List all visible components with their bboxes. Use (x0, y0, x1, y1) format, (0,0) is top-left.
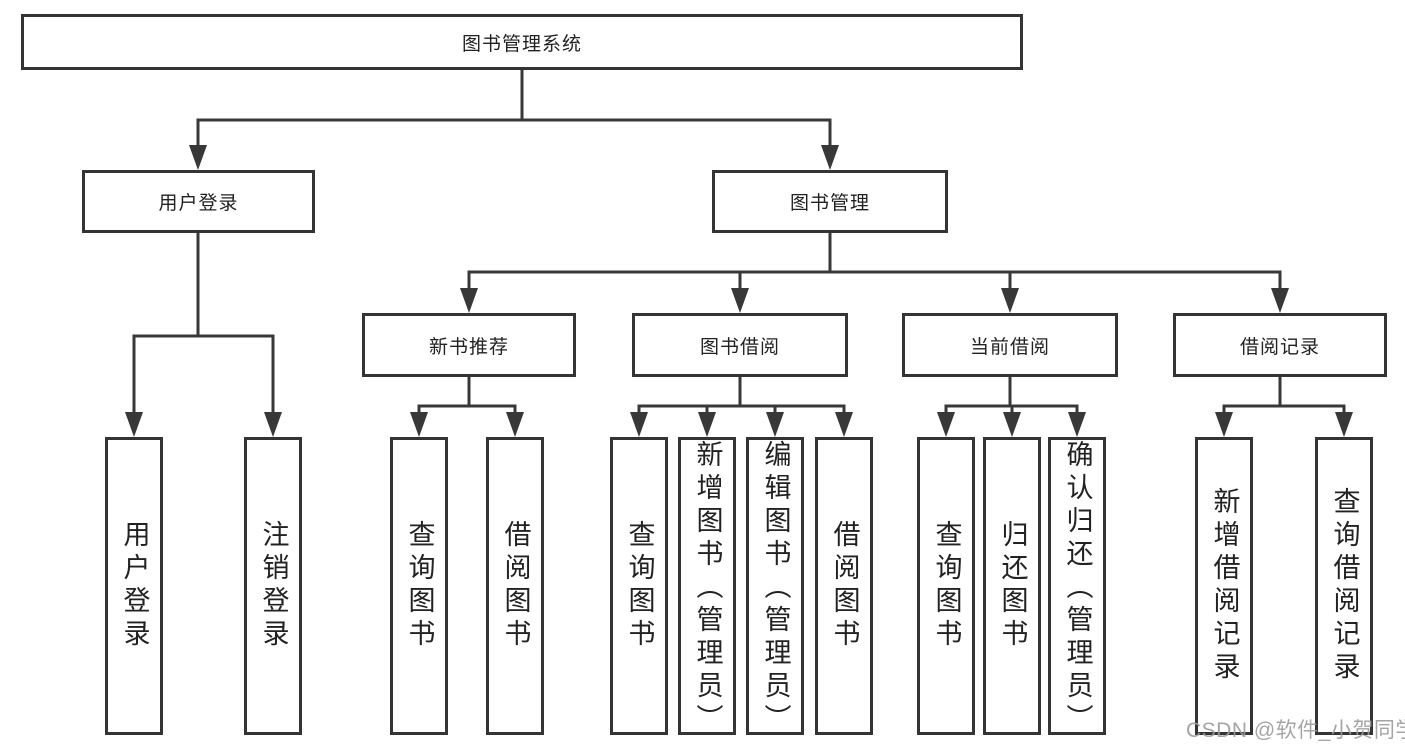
node-leaf-query-book: 查询图书 (610, 437, 668, 735)
node-leaf-confirm-return-admin: 确认归还（管理员） (1048, 437, 1106, 737)
arrow-down-icon (731, 288, 749, 313)
arrow-down-icon (937, 412, 955, 437)
node-leaf-borrow-book: 借阅图书 (815, 437, 873, 735)
node-label: 用户登录 (119, 520, 150, 652)
arrow-down-icon (460, 288, 478, 313)
node-leaf-borrow-book: 借阅图书 (486, 437, 544, 735)
connector-current-borrow (944, 377, 1079, 414)
node-label: 查询图书 (404, 520, 435, 652)
node-label: 查询图书 (624, 520, 655, 652)
node-label: 新增图书（管理员） (692, 440, 723, 737)
node-leaf-query-book: 查询图书 (917, 437, 975, 735)
node-borrow-record: 借阅记录 (1173, 313, 1387, 377)
node-leaf-user-login: 用户登录 (105, 437, 163, 735)
connector-new-book (417, 377, 517, 414)
node-book-management: 图书管理 (712, 170, 948, 233)
arrow-down-icon (506, 412, 524, 437)
node-leaf-query-book: 查询图书 (390, 437, 448, 735)
node-leaf-edit-book-admin: 编辑图书（管理员） (746, 437, 804, 737)
arrow-down-icon (1001, 288, 1019, 313)
node-library-management-system: 图书管理系统 (21, 14, 1023, 70)
node-label: 图书借阅 (699, 336, 780, 358)
arrow-down-icon (1003, 412, 1021, 437)
arrow-down-icon (766, 412, 784, 437)
arrow-down-icon (410, 412, 428, 437)
arrow-down-icon (1215, 412, 1233, 437)
arrow-down-icon (189, 145, 207, 170)
arrow-down-icon (1068, 412, 1086, 437)
node-label: 新增借阅记录 (1209, 487, 1240, 685)
node-label: 编辑图书（管理员） (760, 440, 791, 737)
arrow-down-icon (821, 145, 839, 170)
node-label: 借阅图书 (500, 520, 531, 652)
node-label: 确认归还（管理员） (1062, 440, 1093, 737)
node-leaf-query-borrow-record: 查询借阅记录 (1315, 437, 1373, 735)
arrow-down-icon (698, 412, 716, 437)
node-leaf-return-book: 归还图书 (983, 437, 1041, 735)
node-label: 当前借阅 (969, 336, 1050, 358)
node-label: 用户登录 (158, 193, 239, 214)
node-label: 借阅记录 (1239, 336, 1320, 358)
node-label: 借阅图书 (829, 520, 860, 652)
node-label: 新书推荐 (428, 336, 509, 358)
connector-root (196, 70, 832, 148)
arrow-down-icon (264, 412, 282, 437)
node-label: 查询借阅记录 (1329, 487, 1360, 685)
connector-book-borrow (637, 377, 846, 414)
node-user-login: 用户登录 (82, 170, 315, 233)
node-book-borrow: 图书借阅 (632, 313, 848, 377)
node-label: 图书管理 (789, 193, 870, 214)
arrow-down-icon (630, 412, 648, 437)
node-label: 归还图书 (997, 520, 1028, 652)
arrow-down-icon (125, 412, 143, 437)
arrow-down-icon (1271, 288, 1289, 313)
node-label: 图书管理系统 (461, 33, 582, 55)
node-new-book-recommend: 新书推荐 (362, 313, 576, 377)
node-label: 查询图书 (931, 520, 962, 652)
arrow-down-icon (835, 412, 853, 437)
connector-borrow-record (1222, 377, 1346, 414)
node-leaf-add-borrow-record: 新增借阅记录 (1195, 437, 1253, 735)
node-leaf-add-book-admin: 新增图书（管理员） (678, 437, 736, 737)
node-label: 注销登录 (258, 520, 289, 652)
connector-book-mgmt (467, 233, 1282, 290)
connector-user-login (132, 233, 275, 414)
arrow-down-icon (1335, 412, 1353, 437)
node-current-borrow: 当前借阅 (902, 313, 1118, 377)
csdn-watermark: CSDN @软件_小贺同学 (1186, 719, 1405, 742)
node-leaf-logout: 注销登录 (244, 437, 302, 735)
